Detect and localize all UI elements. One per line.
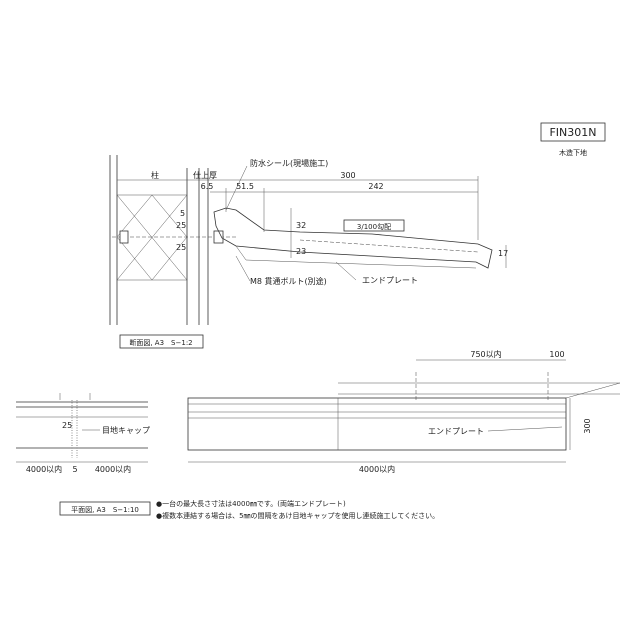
plan-dim-pitch: 750以内	[470, 349, 501, 359]
waterproof-seal-label: 防水シール(現場施工)	[250, 158, 328, 168]
title-block: FIN301N 木造下地	[540, 122, 606, 157]
dim-32: 32	[296, 221, 306, 230]
plan-dim-end-100: 100	[549, 350, 564, 359]
plan-caption-box	[59, 501, 151, 516]
notes-block: 平面図, A3 S−1:10 ●一台の最大長さ寸法は4000㎜です。(両端エンド…	[59, 499, 439, 520]
plan-rail-end	[565, 382, 621, 399]
bolt-leader	[235, 255, 251, 282]
substrate-label: 木造下地	[559, 148, 587, 157]
plan-dim-overall: 4000以内	[359, 464, 395, 474]
pillar-diamond-4	[151, 236, 188, 281]
pillar-diamond-1	[116, 194, 153, 238]
end-plate-outline	[235, 245, 477, 269]
dim-5: 5	[180, 209, 185, 218]
seal-leader	[225, 165, 248, 211]
section-end-plate-label: エンドプレート	[362, 276, 418, 285]
dim-51-5: 51.5	[236, 182, 254, 191]
plan-body	[187, 397, 567, 451]
note-2: ●複数本連結する場合は、5㎜の間隔をあけ目地キャップを使用し連続施工してください…	[156, 511, 439, 520]
slope-label: 3/100勾配	[357, 222, 391, 231]
plan-end-plate-leader	[487, 426, 563, 432]
plan-dim-left-length: 4000以内	[26, 464, 62, 474]
pillar-diamond-3	[116, 236, 153, 281]
end-plate-leader	[335, 261, 357, 281]
pillar-label: 柱	[151, 170, 159, 180]
plan-dim-gap: 5	[72, 465, 77, 474]
dim-242: 242	[368, 182, 383, 191]
section-view: 柱 仕上厚 300 6.5 51.5 242 防水シール(現場施工) 5 25 …	[109, 155, 508, 349]
model-code-box	[540, 122, 606, 142]
dim-17: 17	[498, 249, 508, 258]
plan-end-plate-label: エンドプレート	[428, 427, 484, 436]
plan-dim-25: 25	[62, 421, 72, 430]
joint-cap-label: 目地キャップ	[102, 425, 150, 435]
section-caption-box	[119, 334, 204, 349]
dim-25-bottom: 25	[176, 243, 186, 252]
section-caption: 断面図, A3 S−1:2	[129, 338, 192, 347]
pillar-cross-2	[116, 194, 188, 281]
bolt-label: M8 貫通ボルト(別途)	[250, 276, 327, 286]
note-1: ●一台の最大長さ寸法は4000㎜です。(両端エンドプレート)	[156, 499, 346, 508]
pillar-diamond-2	[151, 194, 188, 238]
model-code: FIN301N	[549, 126, 596, 139]
dim-23: 23	[296, 247, 306, 256]
plan-caption: 平面図, A3 S−1:10	[71, 506, 139, 514]
dim-25-top: 25	[176, 221, 186, 230]
dim-6-5: 6.5	[201, 182, 214, 191]
bolt-nut-left	[119, 230, 129, 244]
finish-thickness-label: 仕上厚	[193, 170, 217, 180]
plan-view-joint: 25 目地キャップ 4000以内 5 4000以内	[16, 393, 150, 474]
louvre-profile	[213, 207, 493, 269]
plan-dim-height-300: 300	[583, 418, 592, 433]
plan-view-full: 750以内 100 エンドプレート 300 4000以内	[187, 349, 621, 474]
slope-box	[343, 219, 405, 232]
plan-dim-right-length: 4000以内	[95, 464, 131, 474]
dim-total-width: 300	[340, 171, 355, 180]
